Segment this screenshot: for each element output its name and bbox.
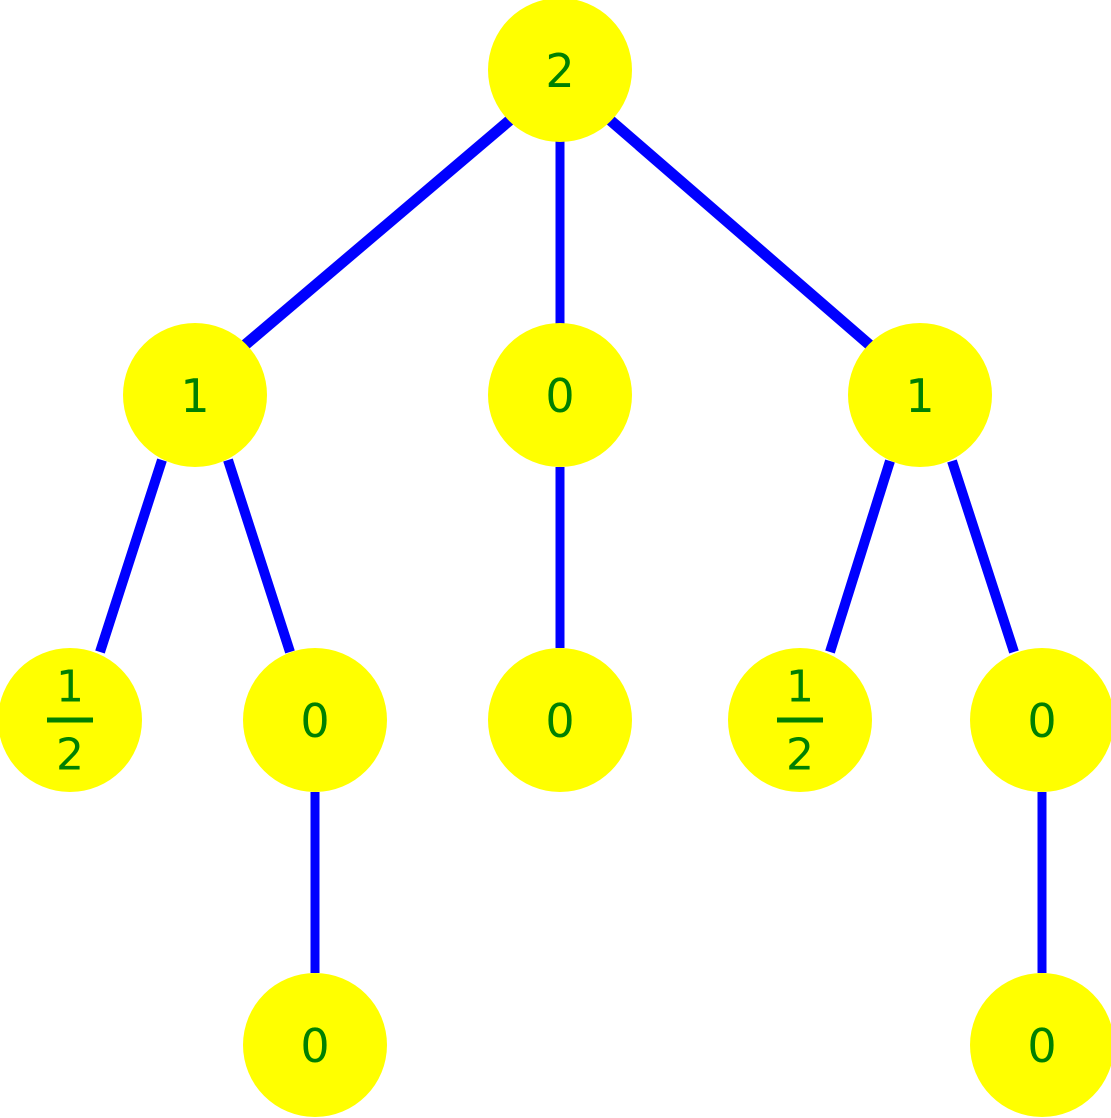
edge-layer bbox=[95, 115, 1047, 973]
node-label: 0 bbox=[545, 694, 574, 748]
tree-node[interactable]: 0 bbox=[243, 648, 387, 792]
tree-edge bbox=[223, 458, 295, 654]
tree-node[interactable]: 0 bbox=[243, 973, 387, 1117]
node-circle[interactable] bbox=[488, 648, 632, 792]
node-label: 1 bbox=[905, 369, 934, 423]
node-circle[interactable] bbox=[970, 973, 1111, 1117]
node-circle[interactable] bbox=[488, 323, 632, 467]
node-fraction-numerator: 1 bbox=[56, 662, 84, 713]
node-fraction-numerator: 1 bbox=[786, 662, 814, 713]
node-circle[interactable] bbox=[123, 323, 267, 467]
node-label: 1 bbox=[180, 369, 209, 423]
tree-node[interactable]: 2 bbox=[488, 0, 632, 142]
node-label: 2 bbox=[545, 44, 574, 98]
node-circle[interactable] bbox=[243, 973, 387, 1117]
tree-node[interactable]: 12 bbox=[0, 648, 142, 792]
node-label: 0 bbox=[1027, 1019, 1056, 1073]
node-label: 0 bbox=[545, 369, 574, 423]
tree-edge bbox=[241, 115, 514, 350]
node-label: 0 bbox=[1027, 694, 1056, 748]
node-fraction-denominator: 2 bbox=[56, 730, 84, 781]
node-circle[interactable] bbox=[970, 648, 1111, 792]
tree-node[interactable]: 0 bbox=[488, 648, 632, 792]
tree-node[interactable]: 12 bbox=[728, 648, 872, 792]
tree-edge bbox=[825, 459, 895, 654]
tree-edge bbox=[947, 459, 1019, 654]
node-circle[interactable] bbox=[488, 0, 632, 142]
tree-node[interactable]: 0 bbox=[970, 973, 1111, 1117]
tree-node[interactable]: 0 bbox=[488, 323, 632, 467]
tree-node[interactable]: 1 bbox=[123, 323, 267, 467]
tree-node[interactable]: 0 bbox=[970, 648, 1111, 792]
node-label: 0 bbox=[300, 1019, 329, 1073]
node-fraction-denominator: 2 bbox=[786, 730, 814, 781]
tree-edge bbox=[95, 458, 167, 654]
node-circle[interactable] bbox=[243, 648, 387, 792]
tree-node[interactable]: 1 bbox=[848, 323, 992, 467]
node-label: 0 bbox=[300, 694, 329, 748]
node-circle[interactable] bbox=[848, 323, 992, 467]
tree-edge bbox=[606, 115, 876, 352]
